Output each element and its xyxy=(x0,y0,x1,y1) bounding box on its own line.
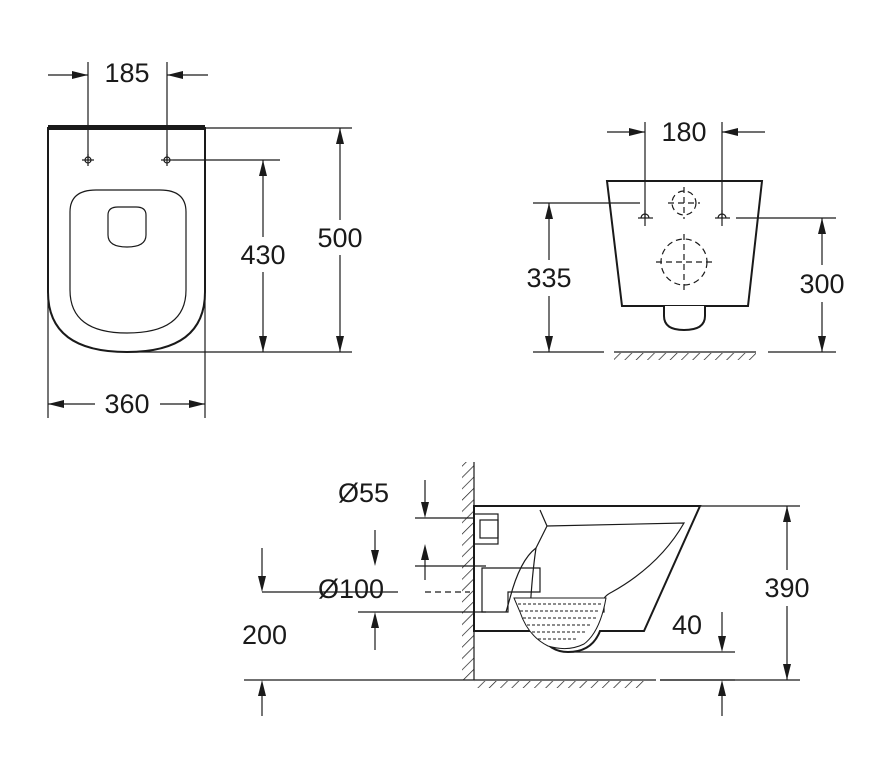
dim-100 xyxy=(371,530,429,650)
dim-rear-hole-spacing-label: 180 xyxy=(661,117,706,147)
dim-360 xyxy=(47,295,206,418)
side-view-inlet-connector xyxy=(473,513,499,545)
rear-view: 180 335 300 xyxy=(526,117,845,360)
dim-200 xyxy=(244,548,474,716)
rear-view-outline xyxy=(605,180,764,307)
dim-430 xyxy=(173,159,280,352)
dim-top-width-label: 360 xyxy=(104,389,149,419)
dim-55 xyxy=(421,480,429,518)
rear-view-floor xyxy=(614,351,756,360)
dim-180 xyxy=(607,122,765,218)
dim-335 xyxy=(533,202,640,353)
top-view-bowl-outline xyxy=(47,127,206,354)
dim-top-length-label: 500 xyxy=(317,223,362,253)
dim-side-water-depth-label: 40 xyxy=(672,610,702,640)
top-view-water-area xyxy=(107,206,147,248)
dim-rear-hole-height-label: 335 xyxy=(526,263,571,293)
dim-500 xyxy=(127,127,352,353)
side-view-water xyxy=(513,597,607,650)
dim-300 xyxy=(736,217,836,353)
top-view: 185 430 500 360 xyxy=(47,58,363,419)
top-view-inner-rim xyxy=(69,189,187,334)
dim-top-hole-spacing-label: 185 xyxy=(104,58,149,88)
side-view-trap-wall xyxy=(505,547,537,613)
dim-185 xyxy=(48,62,208,160)
dim-390 xyxy=(660,505,800,681)
side-view: Ø55 Ø100 200 4 xyxy=(242,462,810,716)
dim-rear-pipe-height-label: 300 xyxy=(799,269,844,299)
rear-view-inlet-dashed xyxy=(668,187,700,219)
side-view-wall xyxy=(462,462,475,680)
dim-side-inlet-diameter-label: Ø55 xyxy=(338,478,389,508)
rear-view-outlet-dashed xyxy=(656,234,712,290)
side-view-floor xyxy=(474,679,656,688)
dim-side-outlet-diameter-label: Ø100 xyxy=(318,574,384,604)
dim-top-hole-to-front-label: 430 xyxy=(240,240,285,270)
top-view-back-edge xyxy=(48,125,205,130)
rear-view-outlet xyxy=(663,306,706,332)
dim-side-outlet-height-label: 200 xyxy=(242,620,287,650)
dim-side-total-height-label: 390 xyxy=(764,573,809,603)
